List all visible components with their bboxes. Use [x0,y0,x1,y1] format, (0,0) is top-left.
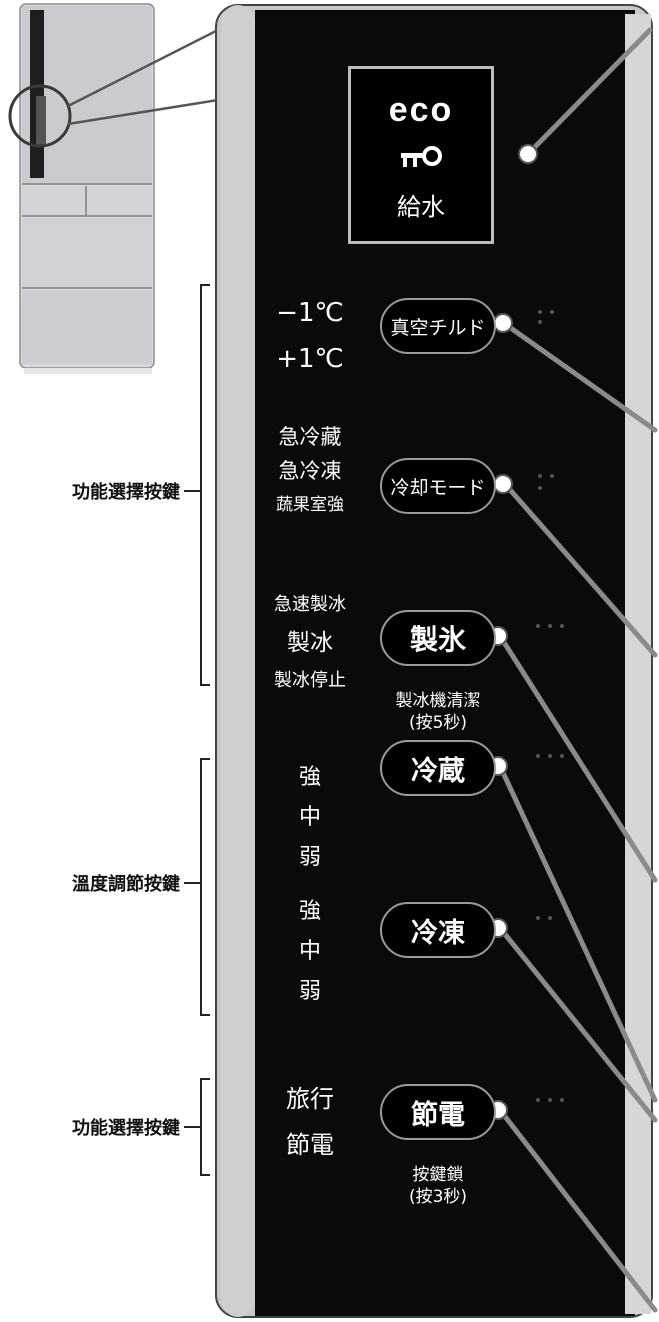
mode-label: 強 [298,899,321,924]
mode-label: +1℃ [276,344,344,374]
group-caption-function: 功能選擇按鍵 [72,482,180,503]
ice-making-button[interactable]: 製氷 [380,610,496,666]
group-tick [184,490,200,492]
mode-label: 中 [298,939,321,964]
eco-indicator: eco [388,91,454,129]
power-saving-button[interactable]: 節電 [380,1084,496,1140]
mode-list: −1℃ +1℃ [275,290,345,382]
mode-list: 強 中 弱 [290,892,330,1012]
group-tick [184,882,200,884]
vacuum-chilled-button[interactable]: 真空チルド [380,298,496,354]
mode-label: 急冷藏 [278,425,342,449]
group-tick [184,1126,200,1128]
note-line: (按5秒) [408,713,468,733]
button-label: 冷蔵 [411,755,465,787]
mode-label: −1℃ [276,298,344,328]
mode-label: 弱 [298,845,321,870]
mode-label: 蔬果室強 [276,495,344,515]
mode-list: 強 中 弱 [290,758,330,878]
button-note: 按鍵鎖 (按3秒) [373,1164,503,1208]
status-indicator-box: eco 給水 [348,66,494,244]
mode-label: 中 [298,805,321,830]
mode-label: 弱 [298,979,321,1004]
note-line: 製冰機清潔 [395,691,481,711]
group-caption-temperature: 溫度調節按鍵 [72,874,180,895]
mode-list: 旅行 節電 [282,1076,338,1168]
mode-label: 旅行 [286,1085,334,1113]
refrigerator-illustration [8,3,215,374]
cooling-mode-button[interactable]: 冷却モード [380,458,496,514]
mode-label: 製冰 [287,630,333,656]
button-label: 冷却モード [390,476,486,499]
mode-label: 急冷凍 [278,459,342,483]
mode-label: 製冰停止 [274,670,346,691]
button-note: 製冰機清潔 (按5秒) [373,690,503,734]
group-caption-function: 功能選擇按鍵 [72,1118,180,1139]
button-label: 製氷 [409,623,466,656]
mode-list: 急速製冰 製冰 製冰停止 [268,586,352,700]
water-supply-indicator: 給水 [397,193,445,221]
button-label: 節電 [411,1099,465,1131]
mode-label: 節電 [286,1131,334,1159]
mode-list: 急冷藏 急冷凍 蔬果室強 [268,420,352,522]
group-bracket [200,1078,210,1176]
note-line: (按3秒) [408,1187,468,1207]
group-bracket [200,284,210,686]
note-line: 按鍵鎖 [412,1165,464,1185]
button-label: 真空チルド [390,316,486,339]
button-label: 冷凍 [411,917,465,949]
group-bracket [200,758,210,1016]
key-icon [351,145,491,173]
refrigerator-temp-button[interactable]: 冷蔵 [380,740,496,796]
mode-label: 強 [298,765,321,790]
freezer-temp-button[interactable]: 冷凍 [380,902,496,958]
mode-label: 急速製冰 [274,594,346,615]
